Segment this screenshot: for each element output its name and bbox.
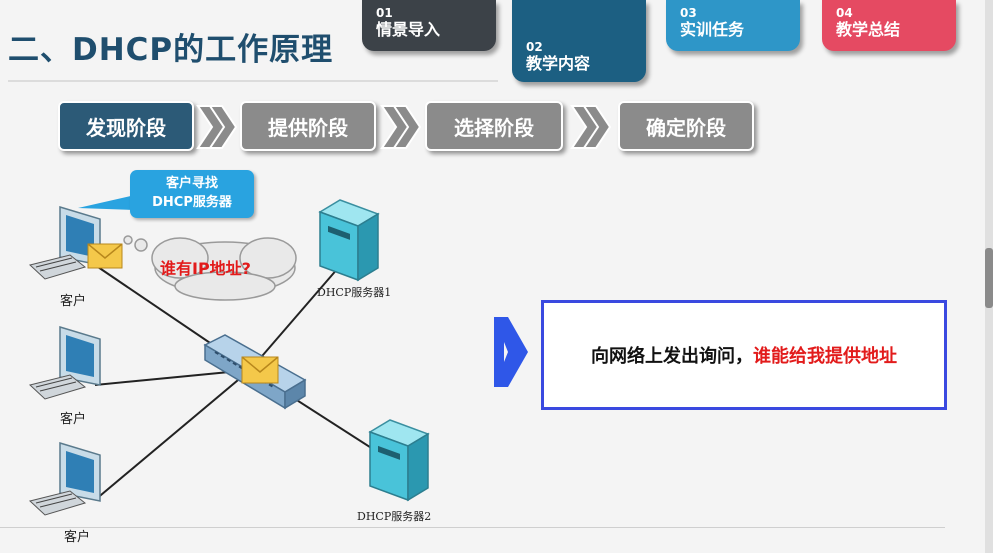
page-title: 二、DHCP的工作原理 <box>8 32 334 68</box>
chevron-right-icon <box>196 105 238 149</box>
stage-offer[interactable]: 提供阶段 <box>240 101 376 151</box>
title-divider <box>8 80 498 82</box>
client-computer-icon <box>28 325 101 400</box>
nav-tab-label: 实训任务 <box>680 20 745 39</box>
description-highlight: 谁能给我提供地址 <box>753 346 897 367</box>
nav-tab-content[interactable]: 02 教学内容 <box>512 0 646 82</box>
nav-tab-number: 04 <box>836 6 853 20</box>
thought-cloud <box>123 235 297 301</box>
nav-tab-training[interactable]: 03 实训任务 <box>666 0 800 51</box>
chevron-right-icon <box>570 105 612 149</box>
envelope-icon <box>87 243 123 269</box>
nav-tab-number: 03 <box>680 6 697 20</box>
server-label: DHCP服务器1 <box>317 286 392 299</box>
nav-tab-label: 教学内容 <box>526 54 591 73</box>
arrow-right-icon <box>494 317 528 387</box>
callout-line-2: DHCP服务器 <box>152 195 232 210</box>
bottom-divider <box>0 527 945 528</box>
envelope-icon <box>241 356 279 384</box>
description-text: 向网络上发出询问， <box>591 346 753 367</box>
client-label: 客户 <box>60 412 87 427</box>
description-box: 向网络上发出询问， 谁能给我提供地址 <box>541 300 947 410</box>
client-computer-icon <box>28 441 101 516</box>
server-icon <box>318 199 380 282</box>
chevron-right-icon <box>380 105 422 149</box>
client-label: 客户 <box>60 294 87 309</box>
server-icon <box>368 419 430 502</box>
stage-request[interactable]: 选择阶段 <box>425 101 563 151</box>
stage-acknowledge[interactable]: 确定阶段 <box>618 101 754 151</box>
nav-tab-summary[interactable]: 04 教学总结 <box>822 0 956 51</box>
nav-tab-number: 01 <box>376 6 393 20</box>
nav-tab-label: 情景导入 <box>376 20 441 39</box>
network-diagram <box>28 195 430 516</box>
cloud-question: 谁有IP地址? <box>160 259 251 278</box>
nav-tab-label: 教学总结 <box>836 20 901 39</box>
stage-discover[interactable]: 发现阶段 <box>58 101 194 151</box>
scrollbar-thumb[interactable] <box>985 248 993 308</box>
discover-callout: 客户寻找 DHCP服务器 <box>130 170 254 218</box>
server-label: DHCP服务器2 <box>357 510 432 523</box>
nav-tab-number: 02 <box>526 40 543 54</box>
client-label: 客户 <box>64 530 91 545</box>
callout-line-1: 客户寻找 <box>165 176 218 191</box>
nav-tab-intro[interactable]: 01 情景导入 <box>362 0 496 51</box>
callout-tail <box>78 195 135 210</box>
